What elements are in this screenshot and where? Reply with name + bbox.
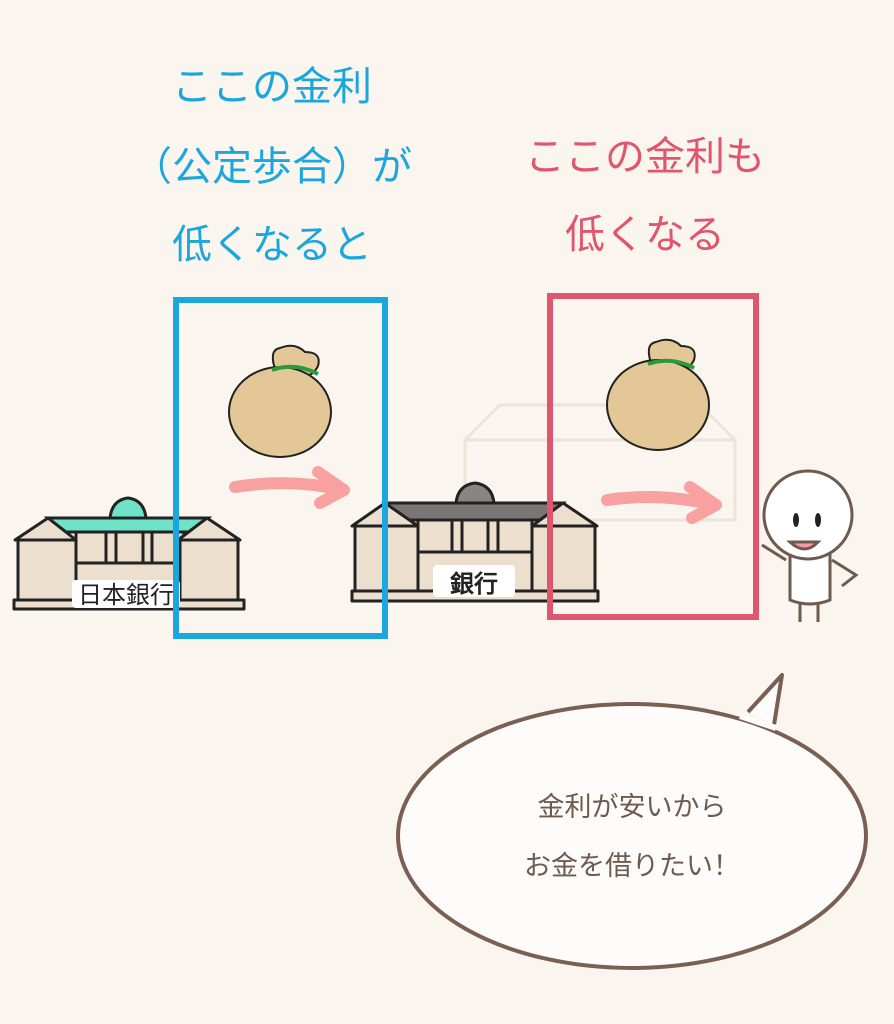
right-caption-line-1: ここの金利も [525,134,765,180]
bank-rate-highlight [547,293,759,620]
left-caption: ここの金利 （公定歩合）が 低くなると [132,64,412,268]
central-bank-rate-highlight [173,297,388,639]
speech-line-2: お金を借りたい！ [524,851,740,882]
speech-line-1: 金利が安いから [538,792,727,823]
arrow-right-icon [601,481,722,524]
right-caption-line-2: 低くなる [565,212,725,258]
right-caption: ここの金利も 低くなる [525,134,765,258]
left-caption-line-3: 低くなると [172,222,372,268]
person-character [761,469,859,622]
central-bank-building: 日本銀行 [12,496,246,611]
bank-label: 銀行 [450,570,498,598]
commercial-bank-building: 銀行 [350,481,600,603]
left-caption-line-1: ここの金利 [172,64,372,110]
speech-bubble: 金利が安いから お金を借りたい！ [396,673,868,970]
arrow-right-icon [229,466,350,509]
money-bag-icon [228,344,332,458]
left-caption-line-2: （公定歩合）が [132,144,412,190]
faint-bank-watermark [463,403,737,522]
money-bag-icon [606,338,710,451]
central-bank-label: 日本銀行 [78,581,174,609]
